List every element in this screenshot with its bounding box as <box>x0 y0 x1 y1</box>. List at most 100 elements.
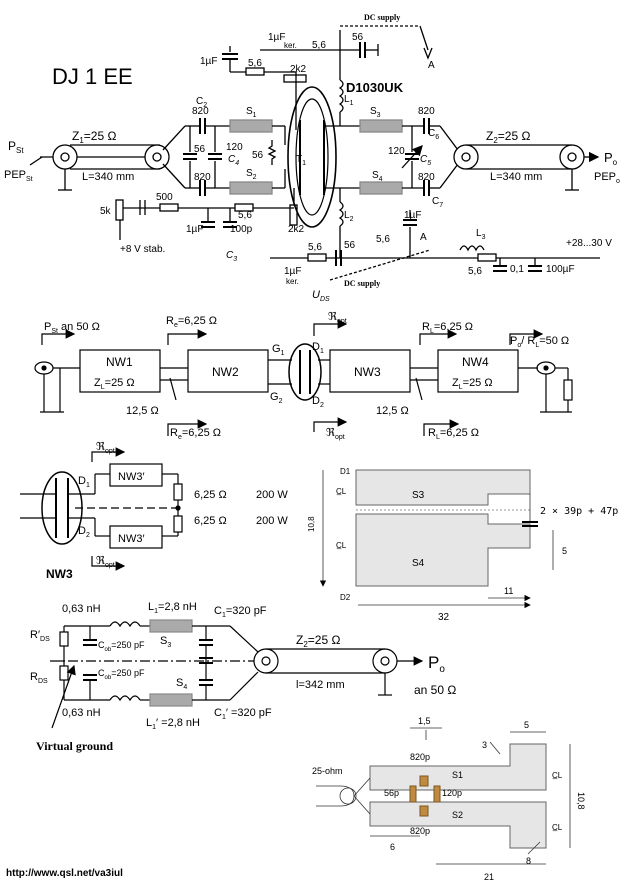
layout-bottom <box>369 743 547 849</box>
r-5-6-d-label: 5,6 <box>376 234 390 245</box>
block-ropt-bot-label: ℜopt <box>326 427 345 441</box>
c4-value-label: 120 <box>226 142 243 153</box>
oc-c1p-label: C1′ =320 pF <box>214 707 272 721</box>
l1-label: L1 <box>344 94 354 107</box>
lb-dim-21-label: 21 <box>484 872 494 882</box>
c3-label: C3 <box>226 250 237 263</box>
c2-value-label: 820 <box>192 106 209 117</box>
pep-out-label: PEPo <box>594 171 620 185</box>
oc-cob-top-label: Cob=250 pF <box>98 640 145 653</box>
c7-value-label: 820 <box>418 172 435 183</box>
oc-an50-label: an 50 Ω <box>414 683 456 697</box>
c2-label: C2 <box>196 96 207 109</box>
lb-coax-label: 25-ohm <box>312 766 343 776</box>
nw3-r-top-label: 6,25 Ω <box>194 489 227 501</box>
c-1uF-a-label: 1µF <box>268 32 285 43</box>
oc-l-bot-label: 0,63 nH <box>62 707 101 719</box>
c-1uF-b-label: 1µF <box>200 56 217 67</box>
a-bot-label: A <box>420 232 427 243</box>
c-56-bot-label: 56 <box>344 240 356 251</box>
nw3-d1-label: D1 <box>78 475 90 489</box>
c-1uF-d-label: 1µF <box>404 210 421 221</box>
schematic-title: DJ 1 EE <box>52 64 133 89</box>
layout-top <box>355 469 531 587</box>
lb-s2-label: S2 <box>452 810 463 820</box>
input-label: PSt <box>8 139 24 155</box>
layout-d1-label: D1 <box>340 467 351 476</box>
r-5-6-a-label: 5,6 <box>312 40 326 51</box>
pep-in-label: PEPSt <box>4 169 33 183</box>
lb-dim-3-label: 3 <box>482 740 487 750</box>
r-5k-label: 5k <box>100 206 112 217</box>
s3-label: S3 <box>370 106 381 119</box>
dc-supply-bottom-label: DC supply <box>344 279 380 288</box>
nw1-label: NW1 <box>106 355 133 369</box>
lb-dim-5-label: 5 <box>524 720 529 730</box>
nw3-p-bot-label: 200 W <box>256 515 288 527</box>
nw3-ropt-top-label: ℜopt <box>96 441 115 455</box>
oc-l1-label: L1=2,8 nH <box>148 601 197 615</box>
t1-label: T1 <box>296 154 306 167</box>
len-right-label: L=340 mm <box>490 171 542 183</box>
lb-c-820-top-label: 820p <box>410 752 430 762</box>
lb-c-120p-label: 120p <box>442 788 462 798</box>
r-2k2-a-label: 2k2 <box>290 64 307 75</box>
oc-rds-bot-label: RDS <box>30 671 48 685</box>
c-820-b-label: 820 <box>194 172 211 183</box>
lb-cl-top-label: C̲L <box>552 771 563 780</box>
r-2k2-b-label: 2k2 <box>288 224 305 235</box>
block-rl-bot-label: RL=6,25 Ω <box>428 427 479 441</box>
lb-c-820-bot-label: 820p <box>410 826 430 836</box>
c-1uF-c-label: 1µF <box>186 224 203 235</box>
block-diagram <box>34 319 573 436</box>
l2-label: L2 <box>344 210 354 223</box>
g2-label: G2 <box>270 391 283 405</box>
s1-label: S1 <box>246 106 257 119</box>
layout-top-dims <box>319 470 554 609</box>
block-re-bot-label: Re=6,25 Ω <box>170 427 221 441</box>
output-circuit <box>50 619 424 729</box>
lb-dim-6-label: 6 <box>390 842 395 852</box>
c6-label: C6 <box>428 128 439 141</box>
layout-bottom-labels: 1,5 5 820p 3 25-ohm S1 120p 56p C̲L 10,8… <box>312 716 586 882</box>
nw3-p-top-label: 200 W <box>256 489 288 501</box>
oc-p-out-label: Po <box>428 653 445 675</box>
z2-label: Z2=25 Ω <box>486 129 530 145</box>
s4-label: S4 <box>372 170 383 183</box>
nw2-label: NW2 <box>212 365 239 379</box>
top-schematic <box>29 25 600 281</box>
layout-s4-label: S4 <box>412 558 425 569</box>
block-p-in-label: PSt an 50 Ω <box>44 321 100 335</box>
c-56-left-label: 56 <box>194 144 206 155</box>
imp-left-label: 12,5 Ω <box>126 405 159 417</box>
output-circuit-labels: 0,63 nH L1=2,8 nH C1=320 pF R′DS Cob=250… <box>30 601 456 753</box>
footer-url[interactable]: http://www.qsl.net/va3iul <box>6 868 123 879</box>
layout-cl-bot-label: C̲L <box>336 541 347 550</box>
lb-height-label: 10,8 <box>576 792 586 810</box>
supply-label: +28...30 V <box>566 238 612 249</box>
block-ropt-top-label: ℜopt <box>328 311 347 325</box>
oc-cob-bot-label: Cob=250 pF <box>98 668 145 681</box>
ker-b-label: ker. <box>286 277 299 286</box>
len-left-label: L=340 mm <box>82 171 134 183</box>
nw3-title-label: NW3 <box>46 567 73 581</box>
c6-value-label: 820 <box>418 106 435 117</box>
lb-dim-8-label: 8 <box>526 856 531 866</box>
layout-height-label: 10,8 <box>307 516 316 532</box>
transistor-label: D1030UK <box>346 80 404 95</box>
top-schematic-labels: DJ 1 EE DC supply A D1030UK 1µF ker. 56 … <box>4 13 620 303</box>
lb-c-56p-label: 56p <box>384 788 399 798</box>
a-top-label: A <box>428 60 435 71</box>
nw3-r-bot-label: 6,25 Ω <box>194 515 227 527</box>
ker-a-label: ker. <box>284 41 297 50</box>
layout-gap-label: 5 <box>562 546 567 556</box>
oc-c1-label: C1=320 pF <box>214 605 267 619</box>
lb-s1-label: S1 <box>452 770 463 780</box>
layout-width-step-label: 11 <box>504 586 513 596</box>
c5-value-label: 120 <box>388 146 405 157</box>
block-re-top-label: Re=6,25 Ω <box>166 315 217 329</box>
layout-s3-label: S3 <box>412 490 425 501</box>
r-5-6-b-label: 5,6 <box>248 58 262 69</box>
uds-label: UDS <box>312 289 330 303</box>
